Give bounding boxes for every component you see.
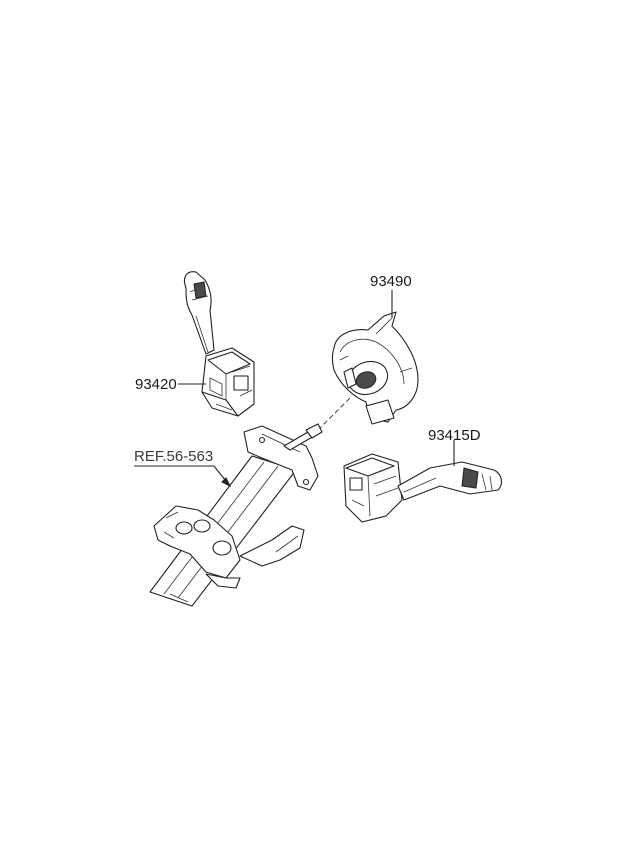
switch-93420[interactable] [183, 271, 255, 417]
label-ref[interactable]: REF.56-563 [134, 448, 213, 465]
switch-93415D[interactable] [343, 453, 503, 523]
leader-ref [134, 465, 231, 487]
assembly-centerline [317, 395, 353, 431]
clock-spring-93490[interactable] [331, 311, 419, 425]
steering-column [149, 423, 323, 607]
label-93415D: 93415D [428, 427, 481, 444]
ref-arrow [221, 477, 232, 488]
label-93420: 93420 [135, 376, 177, 393]
label-93490: 93490 [370, 273, 412, 290]
